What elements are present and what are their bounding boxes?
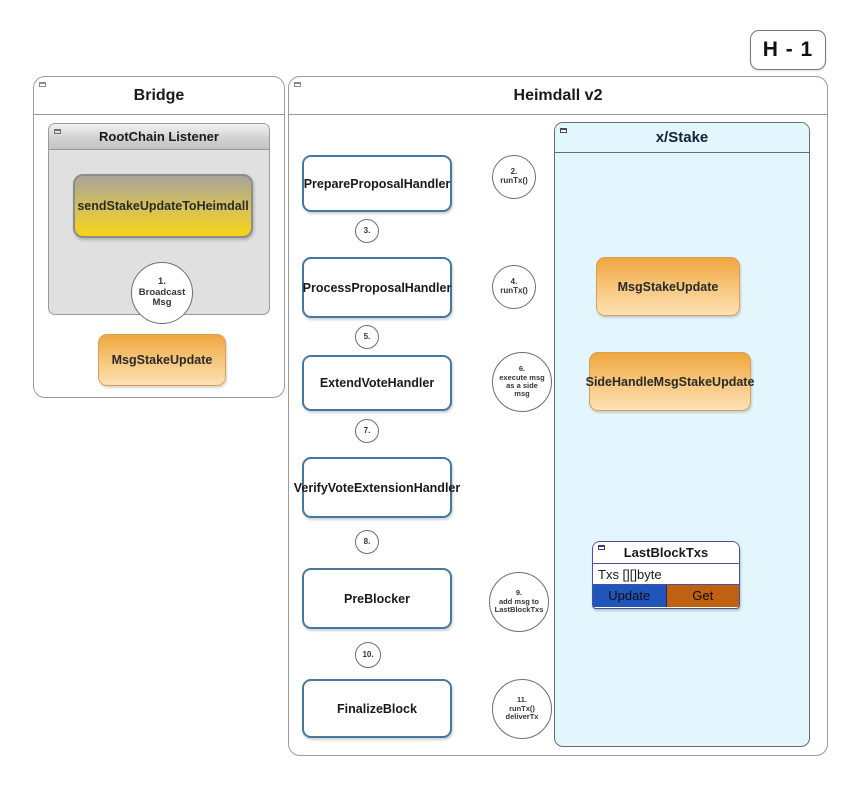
node-preblocker[interactable]: PreBlocker (302, 568, 452, 629)
group-rootchain-listener-title: RootChain Listener (49, 124, 269, 150)
module-x-stake: x/Stake (554, 122, 810, 747)
classbox-title-text: LastBlockTxs (623, 545, 709, 560)
step-number: 4. (510, 277, 518, 287)
step-circle-8: 8. (355, 530, 379, 554)
step-circle-11: 11. runTx()deliverTx (492, 679, 552, 739)
step-circle-7: 7. (355, 419, 379, 443)
collapse-icon (598, 545, 605, 550)
operation-update-button[interactable]: Update (593, 585, 667, 607)
step-number: 9. (515, 588, 523, 598)
module-x-stake-title: x/Stake (555, 123, 809, 153)
diagram-badge: H - 1 (750, 30, 826, 70)
step-number: 6. (518, 364, 526, 374)
collapse-icon (39, 82, 46, 87)
node-process-proposal-handler[interactable]: ProcessProposalHandler (302, 257, 452, 318)
step-label: runTx() (500, 286, 528, 295)
panel-bridge-title: Bridge (34, 77, 284, 115)
step-number: 11. (516, 695, 527, 705)
step-circle-10: 10. (355, 642, 381, 668)
step-circle-3: 3. (355, 219, 379, 243)
step-circle-2: 2. runTx() (492, 155, 536, 199)
node-extend-vote-handler[interactable]: ExtendVoteHandler (302, 355, 452, 411)
collapse-icon (560, 128, 567, 133)
node-prepare-proposal-handler[interactable]: PrepareProposalHandler (302, 155, 452, 212)
node-msg-stake-update: MsgStakeUpdate (596, 257, 740, 316)
module-title-text: x/Stake (655, 129, 709, 146)
classbox-field-txs: Txs [][]byte (593, 564, 739, 585)
collapse-icon (54, 129, 61, 134)
operation-get-button[interactable]: Get (666, 585, 739, 607)
step-circle-5: 5. (355, 325, 379, 349)
step-label: runTx() (500, 176, 528, 185)
classbox-operations: Update Get (593, 585, 739, 607)
classbox-title: LastBlockTxs (593, 542, 739, 564)
node-send-stake-update-to-heimdall: sendStakeUpdateToHeimdall (73, 174, 253, 238)
group-title-text: RootChain Listener (99, 129, 219, 144)
node-finalize-block[interactable]: FinalizeBlock (302, 679, 452, 738)
step-number: 1. (158, 276, 166, 288)
panel-heimdall-title: Heimdall v2 (289, 77, 827, 115)
collapse-icon (294, 82, 301, 87)
node-bridge-msg-stake-update: MsgStakeUpdate (98, 334, 226, 386)
node-side-handle-msg-stake-update: SideHandleMsgStakeUpdate (586, 352, 754, 411)
step-number: 2. (510, 167, 518, 177)
step-label: runTx()deliverTx (505, 703, 539, 722)
classbox-last-block-txs: LastBlockTxs Txs [][]byte Update Get (592, 541, 740, 609)
node-verify-vote-extension-handler[interactable]: VerifyVoteExtensionHandler (294, 457, 460, 518)
step-circle-4: 4. runTx() (492, 265, 536, 309)
